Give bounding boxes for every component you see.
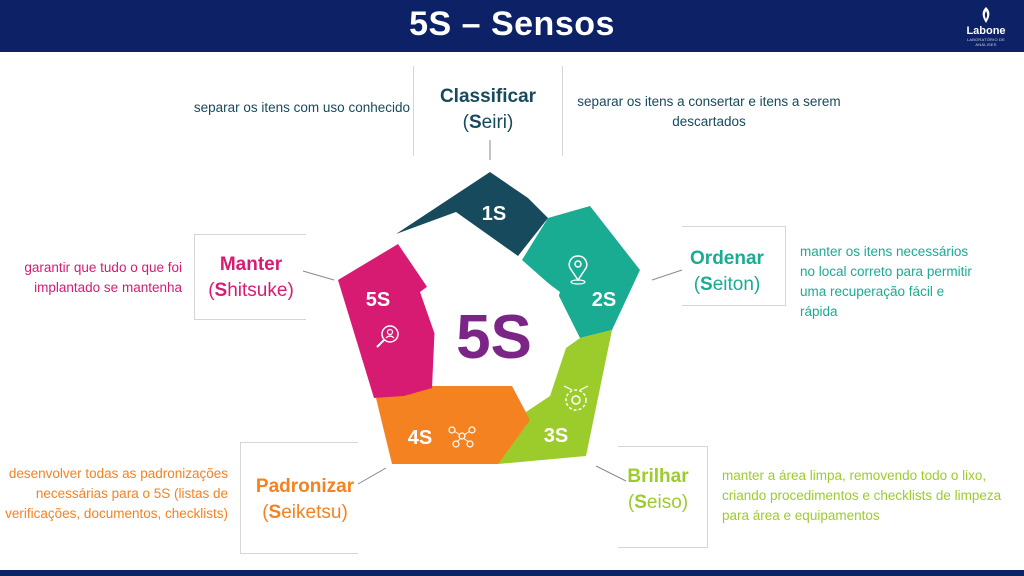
label-1s-jp-rest: eiri bbox=[481, 112, 508, 133]
footer-bar bbox=[0, 570, 1024, 576]
description-1s-right: separar os itens a consertar e itens a s… bbox=[577, 94, 841, 129]
gear-tools-icon bbox=[441, 219, 467, 245]
label-1s: Classificar (Seiri) bbox=[413, 84, 563, 136]
company-logo: Labone LABORATÓRIO DE ANÁLISES bbox=[958, 6, 1014, 47]
segment-3s bbox=[498, 330, 612, 464]
search-person-icon bbox=[376, 325, 399, 348]
description-4s: desenvolver todas as padronizações neces… bbox=[5, 466, 228, 521]
description-3s: manter a área limpa, removendo todo o li… bbox=[722, 468, 1002, 523]
segment-5s bbox=[338, 244, 436, 398]
segment-number-3s: 3S bbox=[544, 425, 568, 447]
location-pin-icon bbox=[568, 255, 588, 285]
bracket-2s bbox=[682, 226, 786, 306]
label-4s-name: Padronizar bbox=[255, 476, 355, 497]
label-4s-jp-rest: eiketsu bbox=[281, 502, 342, 523]
label-5s-jp-bold: S bbox=[214, 280, 228, 301]
connector-line-2s bbox=[651, 269, 683, 281]
bracket-5s bbox=[194, 234, 306, 320]
connector-line-3s bbox=[595, 465, 627, 482]
label-3s: Brilhar (Seiso) bbox=[608, 464, 708, 516]
bracket-3s bbox=[618, 446, 708, 548]
connector-line-5s bbox=[302, 270, 335, 281]
label-2s-jp-bold: S bbox=[700, 274, 713, 295]
segment-number-1s: 1S bbox=[482, 203, 506, 225]
bracket-4s bbox=[240, 442, 358, 554]
label-5s-jp-rest: hitsuke bbox=[227, 280, 288, 301]
description-2s: manter os itens necessários no local cor… bbox=[800, 244, 972, 319]
label-4s-jp-bold: S bbox=[268, 502, 282, 523]
label-3s-name: Brilhar bbox=[627, 466, 689, 487]
label-4s: Padronizar (Seiketsu) bbox=[244, 474, 366, 526]
page-title: 5S – Sensos bbox=[409, 5, 615, 43]
label-2s-name: Ordenar bbox=[690, 248, 764, 269]
segment-2s bbox=[522, 206, 640, 338]
inner-pentagon bbox=[420, 240, 560, 372]
segment-1s bbox=[396, 172, 548, 256]
label-5s: Manter (Shitsuke) bbox=[196, 252, 306, 304]
logo-name: Labone bbox=[966, 25, 1006, 37]
network-molecule-icon bbox=[448, 426, 476, 448]
logo-tagline: LABORATÓRIO DE ANÁLISES bbox=[966, 37, 1006, 47]
segment-4s bbox=[376, 386, 530, 464]
connector-line-4s bbox=[357, 467, 387, 485]
segment-number-2s: 2S bbox=[592, 289, 616, 311]
bracket-1s bbox=[413, 66, 563, 156]
logo-icon bbox=[982, 7, 990, 23]
center-label: 5S bbox=[456, 303, 532, 372]
cleaning-gear-icon bbox=[563, 385, 589, 411]
label-2s-jp-rest: eiton bbox=[712, 274, 754, 295]
label-3s-jp-bold: S bbox=[634, 492, 647, 513]
segment-number-5s: 5S bbox=[366, 289, 390, 311]
label-5s-name: Manter bbox=[219, 254, 283, 275]
segment-number-4s: 4S bbox=[408, 427, 432, 449]
label-2s: Ordenar (Seiton) bbox=[672, 246, 782, 298]
label-1s-jp-bold: S bbox=[468, 112, 482, 133]
header-bar: 5S – Sensos Labone LABORATÓRIO DE ANÁLIS… bbox=[0, 0, 1024, 52]
description-5s: garantir que tudo o que foi implantado s… bbox=[24, 260, 182, 295]
label-3s-jp-rest: eiso bbox=[646, 492, 682, 513]
description-1s-left: separar os itens com uso conhecido bbox=[193, 100, 410, 115]
label-1s-name: Classificar bbox=[439, 86, 537, 107]
